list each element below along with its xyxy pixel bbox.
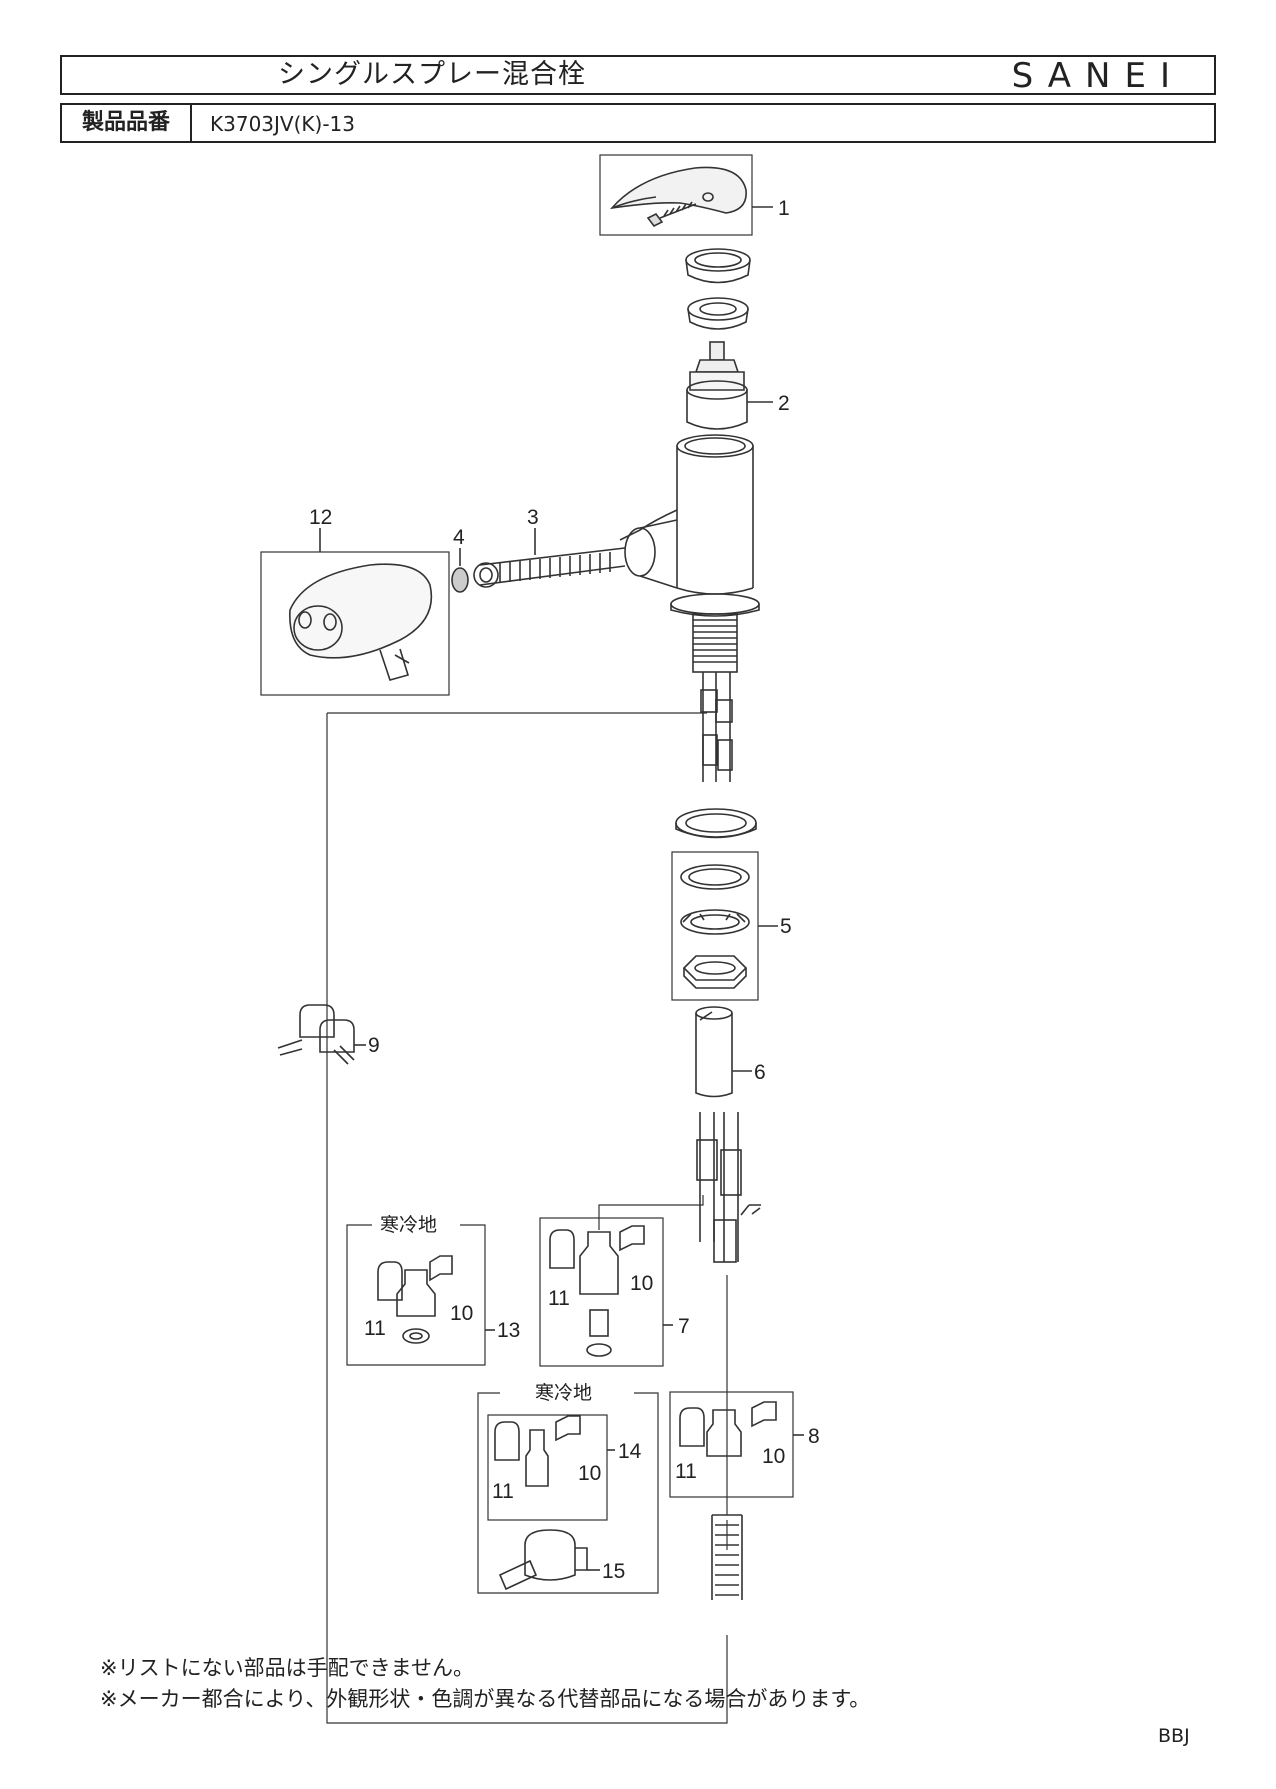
note-2: ※メーカー都合により、外観形状・色調が異なる代替部品になる場合があります。 (100, 1687, 871, 1711)
flexible-hose-end (711, 1514, 743, 1600)
part-label-15: 15 (602, 1560, 625, 1583)
gasket (675, 808, 757, 839)
part-label-11-b: 11 (548, 1287, 570, 1310)
note-1: ※リストにない部品は手配できません。 (100, 1656, 474, 1680)
model-number: K3703JV(K)-13 (210, 112, 355, 136)
cold-area-label-2: 寒冷地 (535, 1382, 592, 1404)
document-code: BBJ (1158, 1725, 1190, 1747)
spout-hose (473, 528, 626, 588)
part-label-12: 12 (309, 506, 332, 529)
part-label-14: 14 (618, 1440, 642, 1463)
cap-ring (685, 248, 751, 284)
product-title: シングルスプレー混合栓 (278, 59, 586, 90)
spray-head (260, 528, 450, 696)
part-label-11-d: 11 (675, 1460, 697, 1483)
model-bar: 製品品番 K3703JV(K)-13 (60, 103, 1216, 143)
part-label-7: 7 (678, 1315, 690, 1338)
part-label-10-c: 10 (578, 1462, 601, 1485)
supply-hoses (700, 672, 733, 782)
part-label-6: 6 (754, 1061, 766, 1084)
part-label-8: 8 (808, 1425, 820, 1448)
part-label-5: 5 (780, 915, 792, 938)
part-label-3: 3 (527, 506, 539, 529)
strainer (451, 548, 469, 593)
part-label-2: 2 (778, 392, 790, 415)
lower-hoses (696, 1112, 761, 1263)
cold-area-kit-14-15 (477, 1392, 659, 1594)
connector-kit-8 (669, 1391, 804, 1498)
cartridge (686, 341, 773, 430)
cold-area-label-1: 寒冷地 (380, 1214, 437, 1236)
hose-clip (277, 1004, 366, 1065)
part-label-1: 1 (778, 197, 790, 220)
part-label-11-a: 11 (364, 1317, 386, 1340)
sleeve (695, 1006, 752, 1098)
lever-handle (599, 154, 773, 236)
part-label-10-a: 10 (450, 1302, 473, 1325)
title-bar: シングルスプレー混合栓 SANEI (60, 55, 1216, 95)
part-label-9: 9 (368, 1034, 380, 1057)
mounting-set (671, 851, 778, 1001)
part-label-11-c: 11 (492, 1480, 514, 1503)
model-label: 製品品番 (62, 105, 192, 141)
part-label-13: 13 (497, 1319, 520, 1342)
part-label-10-b: 10 (630, 1272, 653, 1295)
bonnet-nut (687, 297, 749, 330)
part-label-10-d: 10 (762, 1445, 785, 1468)
part-label-4: 4 (453, 526, 465, 549)
faucet-body (619, 434, 760, 673)
connector-kit-7 (539, 1217, 673, 1367)
brand-logo: SANEI (1011, 56, 1184, 96)
cold-area-kit-13 (346, 1224, 495, 1366)
